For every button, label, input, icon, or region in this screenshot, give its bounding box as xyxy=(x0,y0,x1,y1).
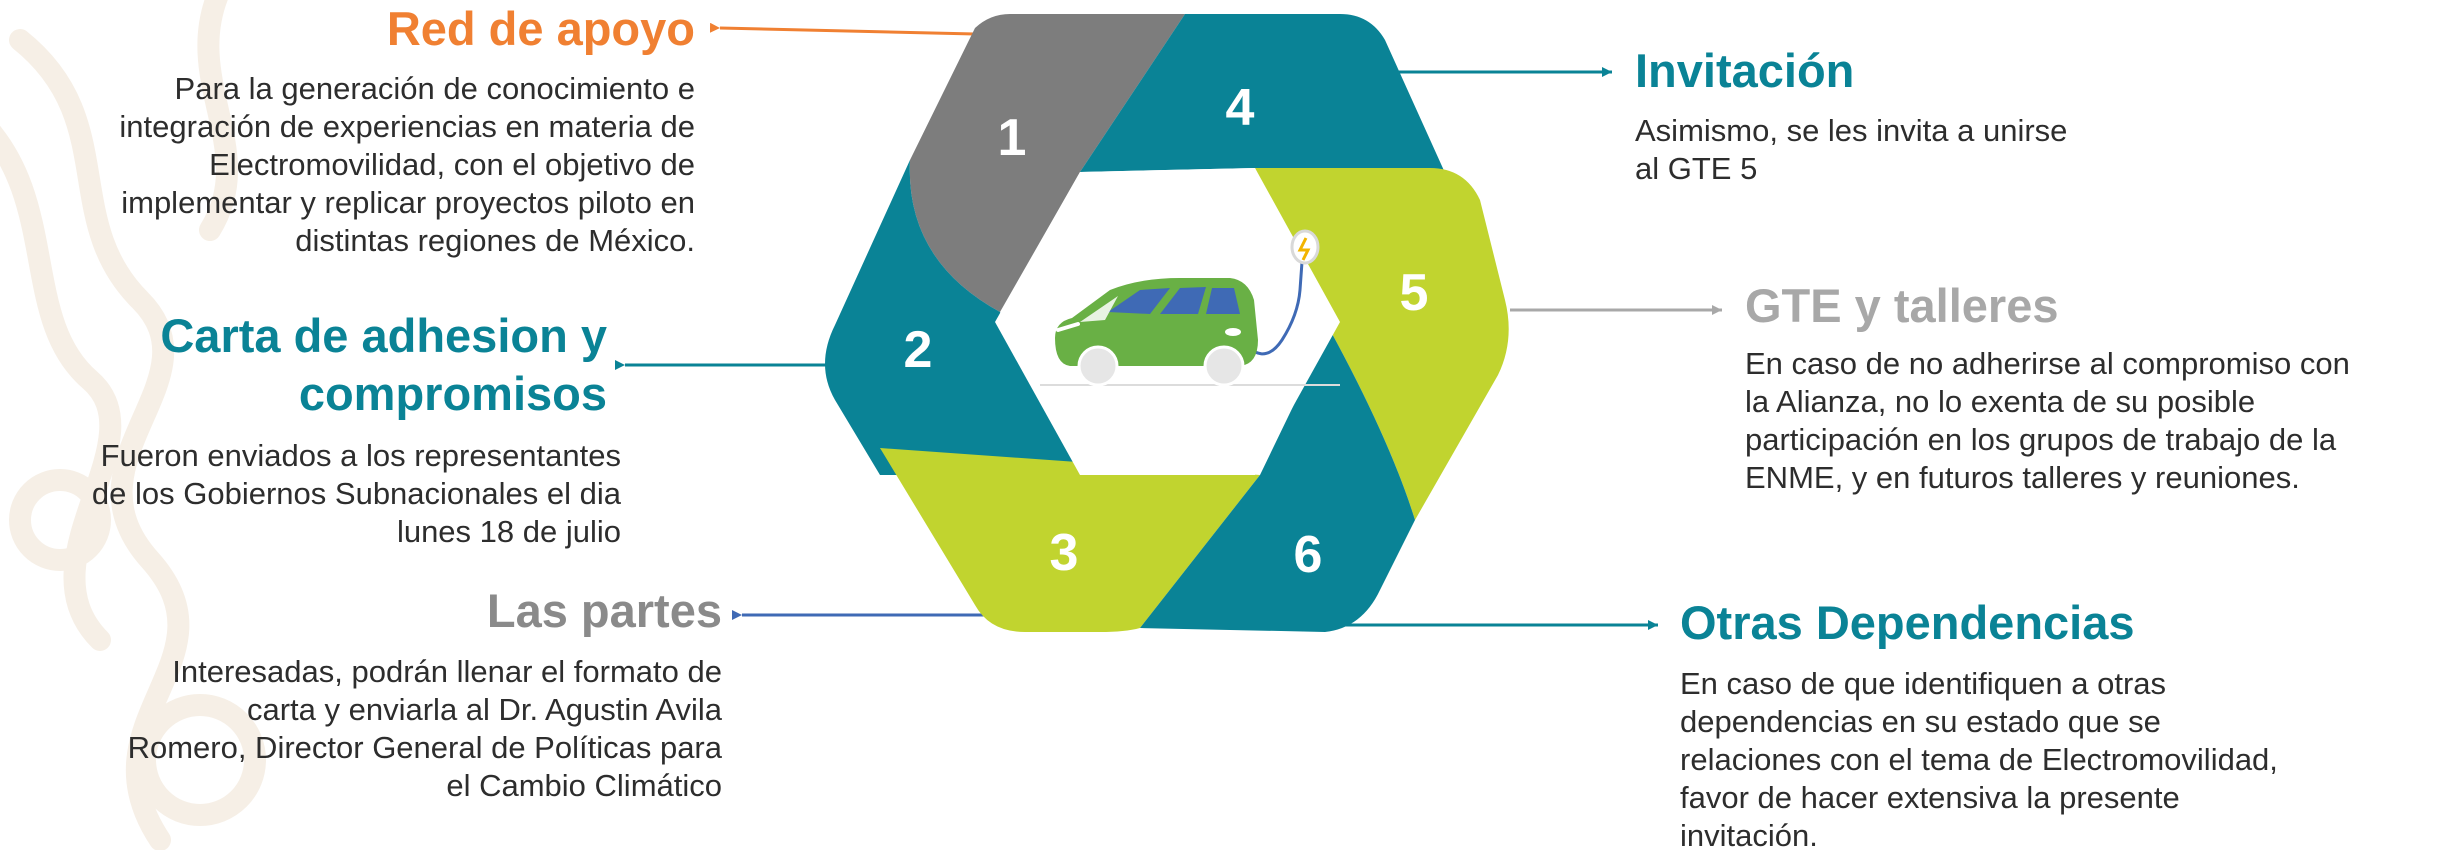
text-line: Fueron enviados a los representantes xyxy=(100,438,621,473)
electric-car-charging-icon xyxy=(1040,229,1340,387)
text-line: distintas regiones de México. xyxy=(295,223,695,258)
text-line: de los Gobiernos Subnacionales el dia xyxy=(91,476,621,511)
text-line: al GTE 5 xyxy=(1635,151,1758,186)
segment-number-3: 3 xyxy=(1050,524,1079,582)
invitacion-text: Asimismo, se les invita a unirse al GTE … xyxy=(1635,112,2067,188)
invitacion-title: Invitación xyxy=(1635,44,1855,97)
carta-de-adhesion-title: Carta de adhesion y compromisos xyxy=(160,307,607,423)
segment-number-2: 2 xyxy=(904,321,933,379)
text-line: ENME, y en futuros talleres y reuniones. xyxy=(1745,460,2300,495)
text-line: carta y enviarla al Dr. Agustin Avila xyxy=(246,692,722,727)
segment-1 xyxy=(909,14,1185,312)
text-line: En caso de que identifiquen a otras xyxy=(1680,666,2167,701)
otras-dependencias-title: Otras Dependencias xyxy=(1680,596,2135,649)
text-line: participación en los grupos de trabajo d… xyxy=(1745,422,2337,457)
text-line: Para la generación de conocimiento e xyxy=(174,71,695,106)
segment-3 xyxy=(880,448,1260,632)
text-line: Interesadas, podrán llenar el formato de xyxy=(172,654,722,689)
text-line: integración de experiencias en materia d… xyxy=(119,109,695,144)
las-partes-title: Las partes xyxy=(486,584,722,637)
text-line: invitación. xyxy=(1680,818,1818,853)
segment-6 xyxy=(1140,330,1415,632)
text-line: implementar y replicar proyectos piloto … xyxy=(121,185,695,220)
gte-talleres-text: En caso de no adherirse al compromiso co… xyxy=(1745,345,2350,497)
text-line: la Alianza, no lo exenta de su posible xyxy=(1745,384,2256,419)
otras-dependencias-text: En caso de que identifiquen a otras depe… xyxy=(1680,665,2278,855)
red-de-apoyo-text: Para la generación de conocimiento e int… xyxy=(119,70,695,260)
text-line: En caso de no adherirse al compromiso co… xyxy=(1745,346,2350,381)
title-line: compromisos xyxy=(298,367,607,420)
segment-number-5: 5 xyxy=(1400,264,1429,322)
gte-talleres-title: GTE y talleres xyxy=(1745,279,2059,332)
segment-5 xyxy=(1255,168,1509,520)
text-line: lunes 18 de julio xyxy=(396,514,621,549)
title-line: Carta de adhesion y xyxy=(160,309,607,362)
text-line: dependencias en su estado que se xyxy=(1680,704,2161,739)
segment-number-4: 4 xyxy=(1226,79,1255,137)
background-watermark xyxy=(0,0,266,850)
segment-2 xyxy=(825,160,1080,475)
segment-4 xyxy=(1080,14,1455,195)
las-partes-text: Interesadas, podrán llenar el formato de… xyxy=(128,653,722,805)
text-line: el Cambio Climático xyxy=(446,768,722,803)
text-line: Electromovilidad, con el objetivo de xyxy=(209,147,695,182)
text-line: Romero, Director General de Políticas pa… xyxy=(127,730,722,765)
arrow-red-de-apoyo xyxy=(709,22,976,36)
carta-de-adhesion-text: Fueron enviados a los representantes de … xyxy=(92,437,621,551)
red-de-apoyo-title: Red de apoyo xyxy=(386,2,695,55)
segment-number-1: 1 xyxy=(998,109,1027,167)
text-line: relaciones con el tema de Electromovilid… xyxy=(1680,742,2278,777)
segment-number-6: 6 xyxy=(1294,526,1323,584)
text-line: favor de hacer extensiva la presente xyxy=(1680,780,2180,815)
text-line: Asimismo, se les invita a unirse xyxy=(1635,113,2068,148)
